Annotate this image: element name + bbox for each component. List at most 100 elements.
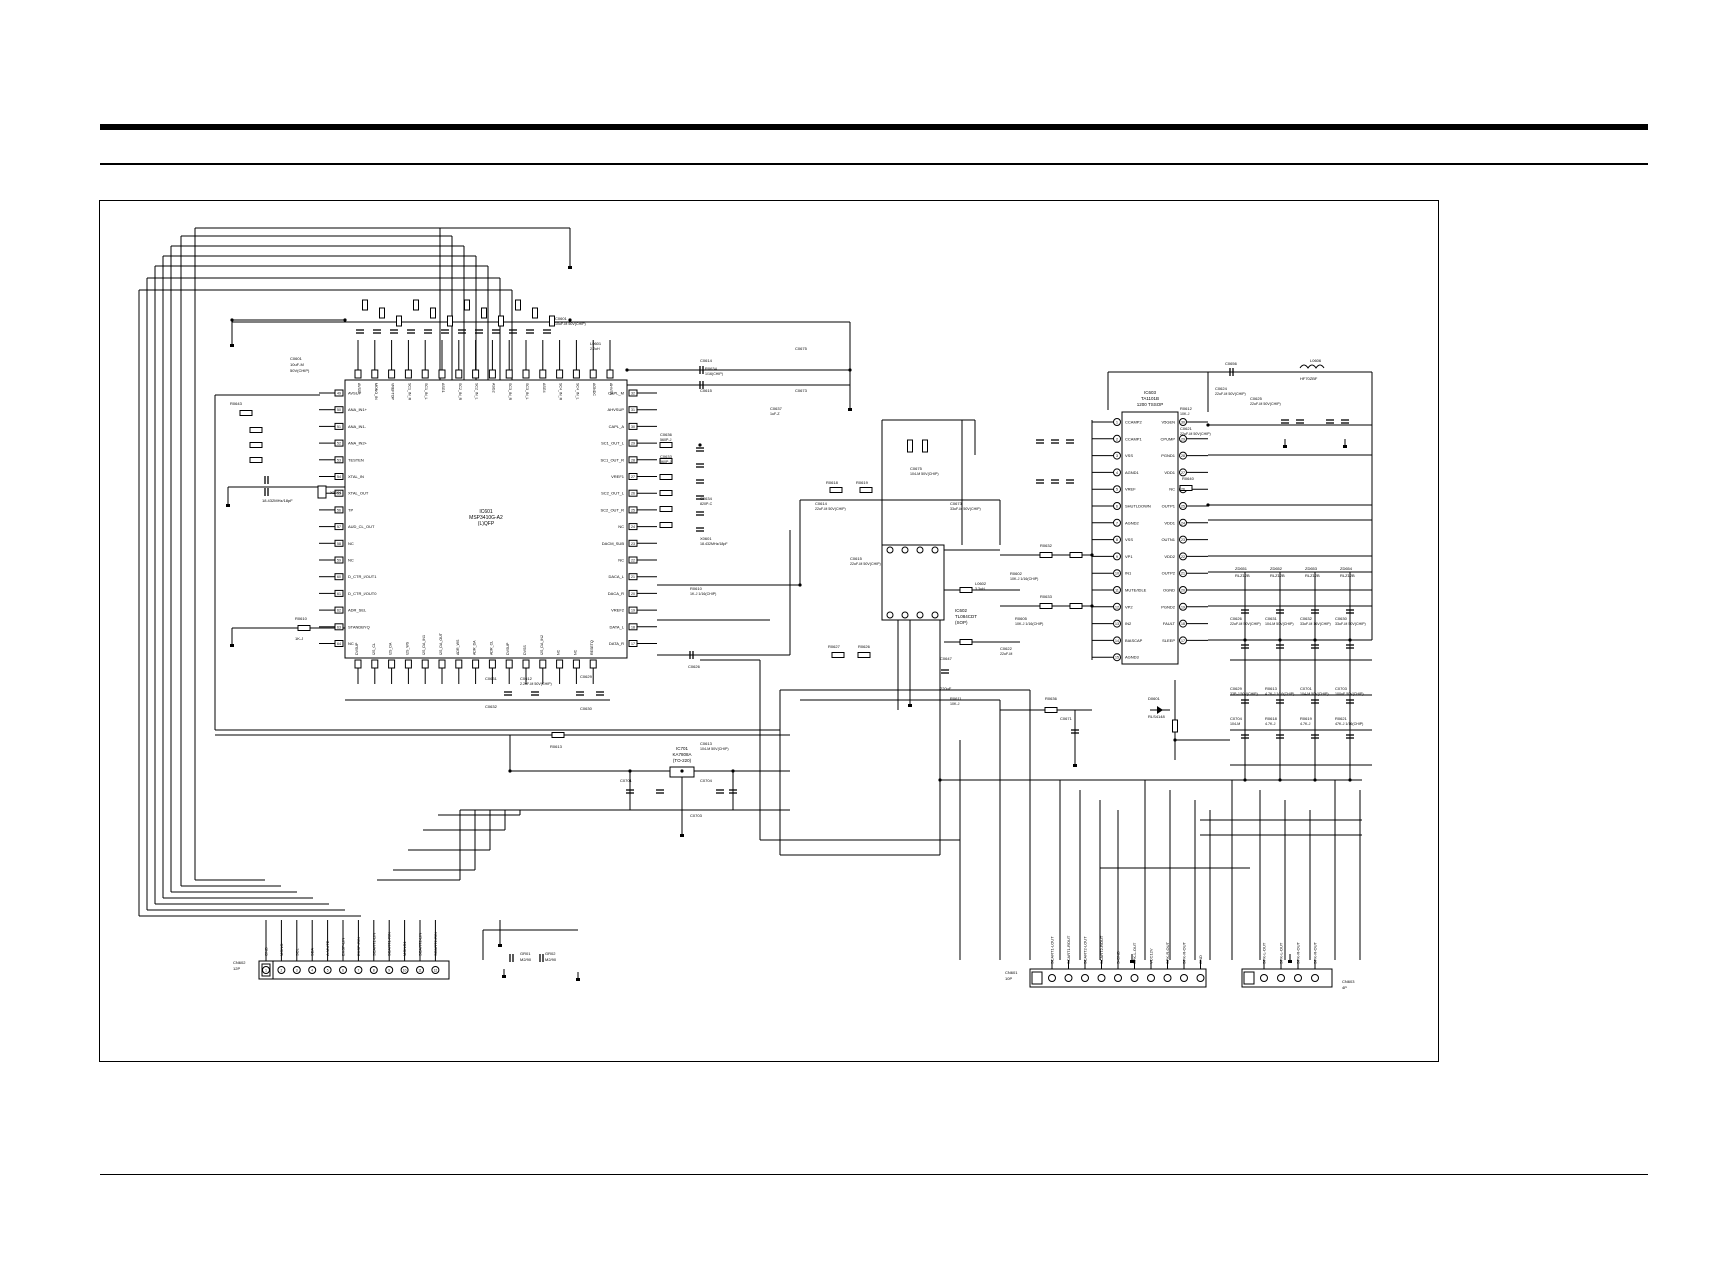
pin-number: 28 [631,458,635,462]
junction-dot [568,318,572,322]
pin-circle [1113,485,1121,494]
pin-name: VP1 [1125,554,1133,559]
pin-number: 12 [434,969,438,973]
cn602-pin-label: SCL [294,947,299,956]
pin-name: DACA_R [608,591,624,596]
component-ref: C0614 [815,501,828,506]
pin-name: SC4_IN_L [575,383,579,400]
ref-label: R0632 [1040,543,1053,548]
ground-symbol [230,344,234,347]
cn602-pin-label: SCART2-RIN [433,932,438,956]
pin-name: CCAMP2 [1125,420,1142,425]
component-ref: C0637 [770,406,783,411]
pin-circle [1130,974,1139,982]
pin-number: 9 [388,969,390,973]
pin-circle [1179,535,1187,544]
junction-dot [1090,553,1094,557]
ic603-ref: IC603 [1144,390,1157,395]
pin-name: OUTP1 [1162,504,1176,509]
pin-number: 10 [1115,572,1119,576]
component-ref: C0612 [520,676,533,681]
gnd-ref: GR02 [545,951,556,956]
pin-name: VSS [1125,537,1133,542]
ic601-ref: IC601 [479,509,493,515]
pin-name: ANA_IN2+ [348,441,368,446]
pin-box [522,369,530,379]
resistor [430,307,436,319]
component-value: 33uF-M 16V(CHIP) [1300,622,1331,626]
pin-number: 7 [1116,521,1118,525]
pin-name: VREF1 [611,474,625,479]
component-value: 3.3uH [975,587,985,591]
pin-name: BIASCAP [1125,638,1143,643]
pin-circle [1081,974,1089,982]
resistor [239,410,253,416]
ic602-part: TL084CDT [955,614,977,619]
pin-number: 7 [358,969,360,973]
pin-number: 63 [337,625,341,629]
inductor [1299,364,1325,369]
component-value: 104-M [1230,722,1240,726]
pin-circle [886,611,894,619]
pin-box [628,589,638,597]
resistor [481,307,487,319]
component-value: 104-M 50V(CHIP) [1265,622,1294,626]
pin-number: 25 [631,508,635,512]
pin-circle [400,966,409,974]
pin-name: VDD1 [1164,470,1175,475]
pin-circle [916,611,924,619]
pin-number: 18 [1181,622,1185,626]
diode [1157,706,1163,714]
component-value: 4.7K-J [1300,722,1311,726]
component-value: 560P-J [660,460,672,464]
component-value: 10K-J 1/16(CHIP) [1010,577,1038,581]
pin-name: SHUTLDOWN [1125,504,1151,509]
pin-number: 8 [373,969,375,973]
ground-symbol [568,266,572,269]
pin-name: D_CTR_I/OUT0 [348,591,377,596]
pin-circle [1179,502,1187,510]
pin-box [505,369,513,379]
component-value: 22uF-M 50V(CHIP) [1215,392,1246,396]
ref-label: C0673 [795,388,808,393]
pin-box [455,369,463,379]
ref-label: R0633 [1040,594,1053,599]
pin-number: 31 [631,408,635,412]
pin-number: 32 [631,392,635,396]
ref-label: ZD652 [1270,566,1283,571]
ic603-part: TA1101B [1141,396,1159,401]
resistor [249,442,263,448]
ground-symbol [1073,764,1077,767]
pin-name: SC1_IN_R [407,383,411,401]
pin-name: I2S_DA [389,642,393,655]
component-ref: C0704 [1230,716,1243,721]
component-ref: C0701 [1300,686,1313,691]
cn601-pin-label: SCART2-ROUT [1099,935,1104,964]
pin-box [334,506,344,514]
cn601-pin-label: GND [1198,955,1203,964]
component-ref: R0610 [690,586,703,591]
pin-circle [1064,974,1073,982]
pin-number: 21 [1181,572,1185,576]
pin-name: DACM_SUB [602,541,625,546]
component-value: 10K-J 1/16(CHIP) [1015,622,1043,626]
pin-number: 52 [337,442,341,446]
resistor [1069,552,1083,558]
pin-box [628,439,638,447]
pin-box [1031,971,1043,985]
pin-name: SC1_OUT_L [601,441,625,446]
pin-box [438,659,446,669]
component-value: 4.7K-J [1265,722,1276,726]
pin-box [556,369,564,379]
pin-name: CAPL_M [608,391,624,396]
pin-name: NC [1169,487,1175,492]
pin-name: ASG4 [542,383,546,393]
value-label: RLZ12B [1305,573,1320,578]
component-ref: C0613 [700,741,713,746]
resistor [447,315,453,327]
pin-name: ADR_CL [489,641,493,655]
pin-name: I2S_CL [372,643,376,655]
cn601-pin-label: S-GND [1116,951,1121,964]
ground-symbol [230,644,234,647]
pin-box [522,659,530,669]
